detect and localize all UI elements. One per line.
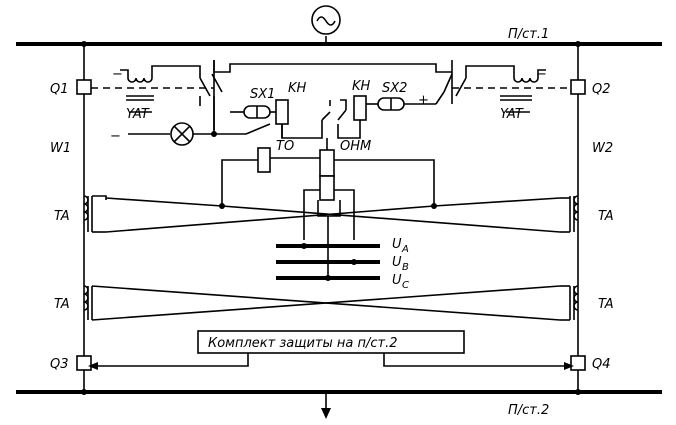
label-q2: Q2 xyxy=(592,82,611,97)
label-ua: U A xyxy=(392,237,409,255)
trip-coil-left xyxy=(120,65,201,113)
test-block-sx2 xyxy=(377,91,445,111)
label-uc: U C xyxy=(392,273,409,291)
svg-text:A: A xyxy=(401,244,409,255)
breaker-q2 xyxy=(570,79,586,95)
label-kh-left: KH xyxy=(288,81,307,96)
svg-text:U: U xyxy=(392,273,402,288)
label-q3: Q3 xyxy=(50,357,69,372)
label-yat-left: YAT xyxy=(126,107,150,122)
outgoing-arrow xyxy=(321,392,331,419)
relay-kh-left xyxy=(275,99,331,139)
svg-text:U: U xyxy=(392,255,402,270)
relay-kh-right xyxy=(337,95,378,139)
label-q1: Q1 xyxy=(50,82,69,97)
protection-set-label: Комплект защиты на п/ст.2 xyxy=(208,336,398,351)
label-bus-2: П/ст.2 xyxy=(508,403,549,418)
label-kh-right: KH xyxy=(352,79,371,94)
breaker-q4 xyxy=(570,355,586,371)
label-minus-left: − xyxy=(112,67,123,82)
label-minus-right: − xyxy=(536,67,547,82)
test-block-sx1 xyxy=(230,105,282,119)
relay-to xyxy=(257,147,328,173)
label-ta-upper-right: TA xyxy=(598,209,614,224)
label-ta-lower-left: TA xyxy=(54,297,70,312)
label-bus-1: П/ст.1 xyxy=(508,27,549,42)
svg-text:U: U xyxy=(392,237,402,252)
label-yat-right: YAT xyxy=(500,107,524,122)
label-ohm: ОНМ xyxy=(340,139,371,154)
label-q4: Q4 xyxy=(592,357,611,372)
svg-text:B: B xyxy=(402,262,409,273)
ct-lower-left xyxy=(83,285,93,320)
label-ta-upper-left: TA xyxy=(54,209,70,224)
ct-lower-right xyxy=(569,285,579,320)
ct-upper-right xyxy=(569,195,579,232)
breaker-q1 xyxy=(76,79,92,95)
generator-symbol xyxy=(311,5,341,44)
label-minus-lamp: − xyxy=(110,129,121,144)
relay-ohm xyxy=(319,138,335,201)
trip-coil-right xyxy=(465,65,546,113)
svg-text:C: C xyxy=(402,280,409,291)
label-w1: W1 xyxy=(50,141,71,156)
label-plus-right: + xyxy=(418,93,429,108)
label-ta-lower-right: TA xyxy=(598,297,614,312)
label-ub: U B xyxy=(392,255,409,273)
protection-set-box xyxy=(197,330,465,354)
breaker-q3 xyxy=(76,355,92,371)
label-to: TO xyxy=(276,139,294,154)
label-sx1: SX1 xyxy=(250,87,275,102)
ct-upper-left xyxy=(83,195,107,233)
signal-lamp xyxy=(170,122,194,146)
label-sx2: SX2 xyxy=(382,81,407,96)
label-w2: W2 xyxy=(592,141,613,156)
